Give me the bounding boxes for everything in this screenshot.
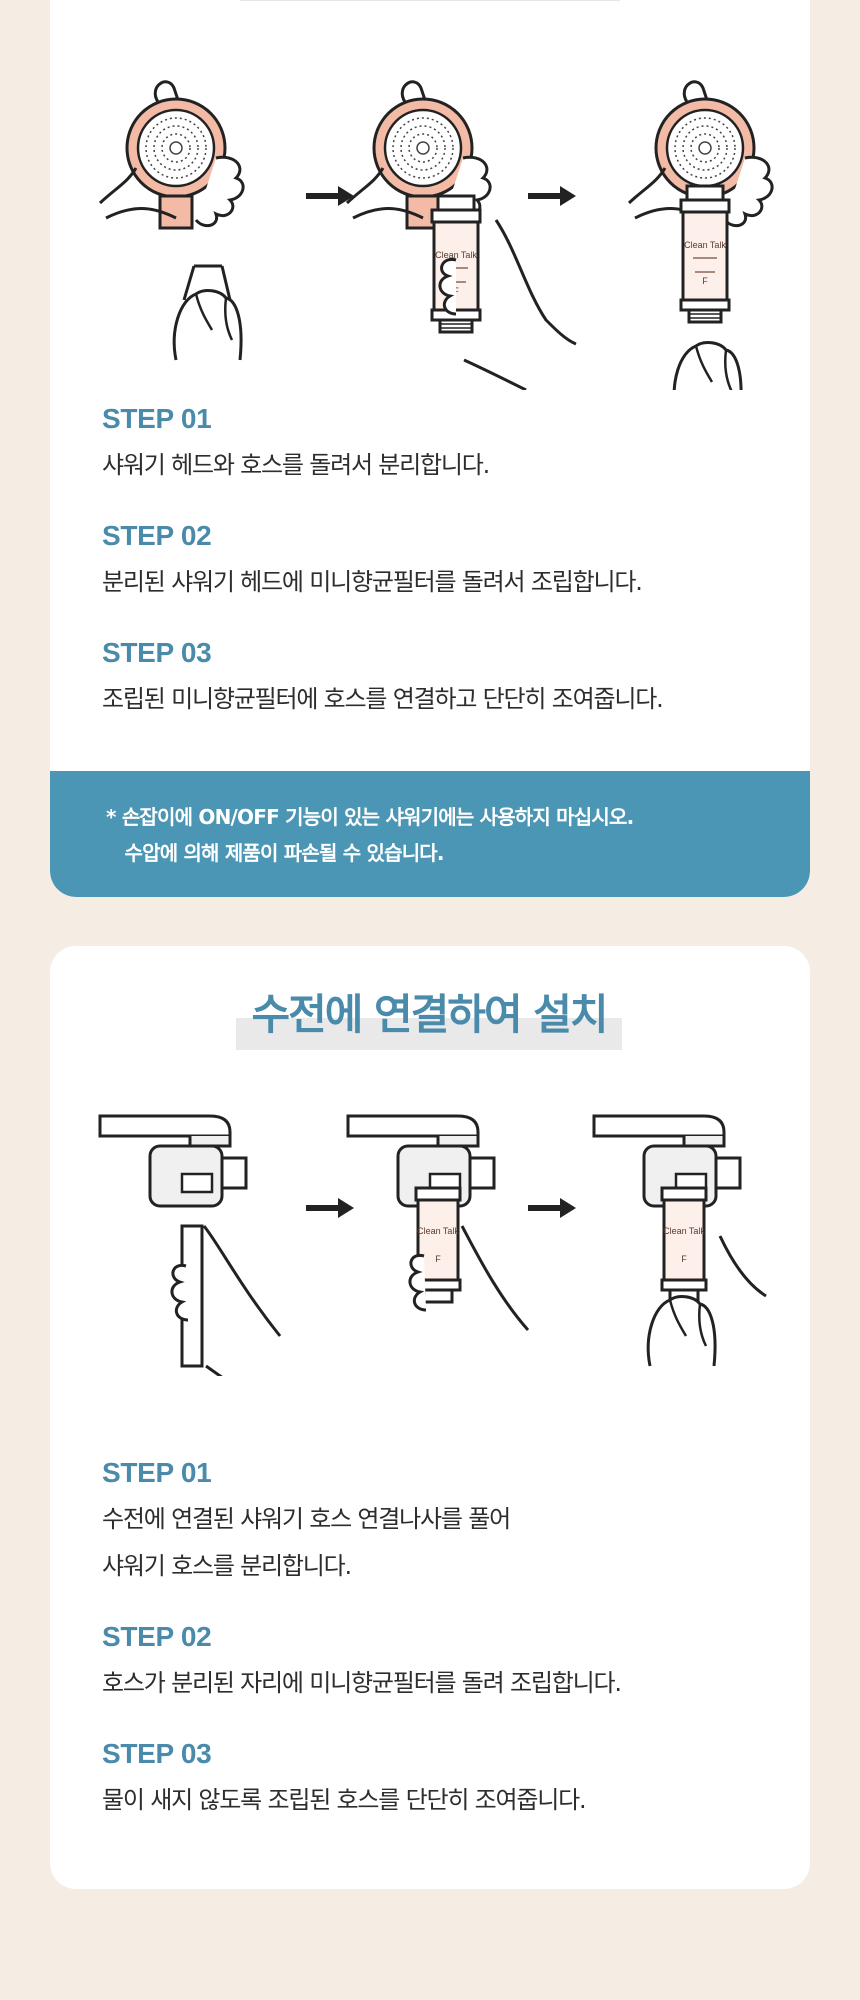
filter-label: Clean Talk [435, 250, 477, 260]
steps-list: STEP 01 샤워기 헤드와 호스를 돌려서 분리합니다. STEP 02 분… [102, 402, 770, 753]
shower-installation-card: F Clean Talk [50, 0, 810, 897]
filter-label: Clean Talk [684, 240, 726, 250]
warning-notice-text: * 손잡이에 ON/OFF 기능이 있는 샤워기에는 사용하지 마십시오. 수압… [106, 805, 634, 865]
faucet-icon [98, 1114, 248, 1208]
warning-notice: * 손잡이에 ON/OFF 기능이 있는 샤워기에는 사용하지 마십시오. 수압… [50, 771, 810, 897]
hose-icon [182, 264, 232, 301]
hand-icon [672, 341, 743, 390]
title-highlight [236, 1018, 622, 1050]
section-title-underline [240, 0, 620, 1]
step-item: STEP 03 조립된 미니향균필터에 호스를 연결하고 단단히 조여줍니다. [102, 636, 770, 723]
faucet-installation-illustration: Clean Talk F Clean Talk F [98, 1114, 767, 1376]
step-text: 수전에 연결된 샤워기 호스 연결나사를 풀어 샤워기 호스를 분리합니다. [102, 1505, 511, 1580]
filter-cartridge-icon: Clean Talk [679, 184, 731, 324]
steps-list: STEP 01 수전에 연결된 샤워기 호스 연결나사를 풀어 샤워기 호스를 … [102, 1456, 770, 1854]
arrow-right-icon [306, 186, 354, 206]
page-title: 수전에 연결하여 설치 [251, 990, 608, 1039]
step-item: STEP 03 물이 새지 않도록 조립된 호스를 단단히 조여줍니다. [102, 1737, 770, 1824]
arrow-right-icon [528, 1198, 576, 1218]
step-text: 분리된 샤워기 헤드에 미니향균필터를 돌려서 조립합니다. [102, 568, 643, 596]
step-item: STEP 02 분리된 샤워기 헤드에 미니향균필터를 돌려서 조립합니다. [102, 519, 770, 606]
hand-icon [646, 1235, 767, 1367]
step-text: 물이 새지 않도록 조립된 호스를 단단히 조여줍니다. [102, 1786, 587, 1814]
svg-text:F: F [681, 1254, 687, 1264]
hand-icon [170, 1225, 282, 1376]
step-label: STEP 02 [102, 1621, 212, 1652]
shower-installation-illustration: F Clean Talk [98, 80, 774, 390]
step-text: 호스가 분리된 자리에 미니향균필터를 돌려 조립합니다. [102, 1669, 622, 1697]
filter-cartridge-icon: Clean Talk [430, 194, 482, 334]
faucet-installation-card: 수전에 연결하여 설치 [50, 946, 810, 1889]
step-item: STEP 01 수전에 연결된 샤워기 호스 연결나사를 풀어 샤워기 호스를 … [102, 1456, 770, 1590]
step-item: STEP 01 샤워기 헤드와 호스를 돌려서 분리합니다. [102, 402, 770, 489]
filter-label: Clean Talk [663, 1226, 705, 1236]
step-label: STEP 03 [102, 637, 212, 668]
step-item: STEP 02 호스가 분리된 자리에 미니향균필터를 돌려 조립합니다. [102, 1620, 770, 1707]
hand-icon [408, 1225, 530, 1331]
filter-cartridge-icon: Clean Talk F [414, 1186, 462, 1304]
svg-text:F: F [435, 1254, 441, 1264]
step-text: 샤워기 헤드와 호스를 돌려서 분리합니다. [102, 451, 490, 479]
section-title: 수전에 연결하여 설치 [236, 986, 622, 1050]
arrow-right-icon [306, 1198, 354, 1218]
arrow-right-icon [528, 186, 576, 206]
hand-icon [172, 289, 243, 362]
step-label: STEP 01 [102, 403, 212, 434]
step-text: 조립된 미니향균필터에 호스를 연결하고 단단히 조여줍니다. [102, 685, 664, 713]
filter-cartridge-icon: Clean Talk F [660, 1186, 708, 1304]
step-label: STEP 02 [102, 520, 212, 551]
step-label: STEP 01 [102, 1457, 212, 1488]
step-label: STEP 03 [102, 1738, 212, 1769]
shower-head-icon [98, 80, 245, 230]
filter-label: Clean Talk [417, 1226, 459, 1236]
